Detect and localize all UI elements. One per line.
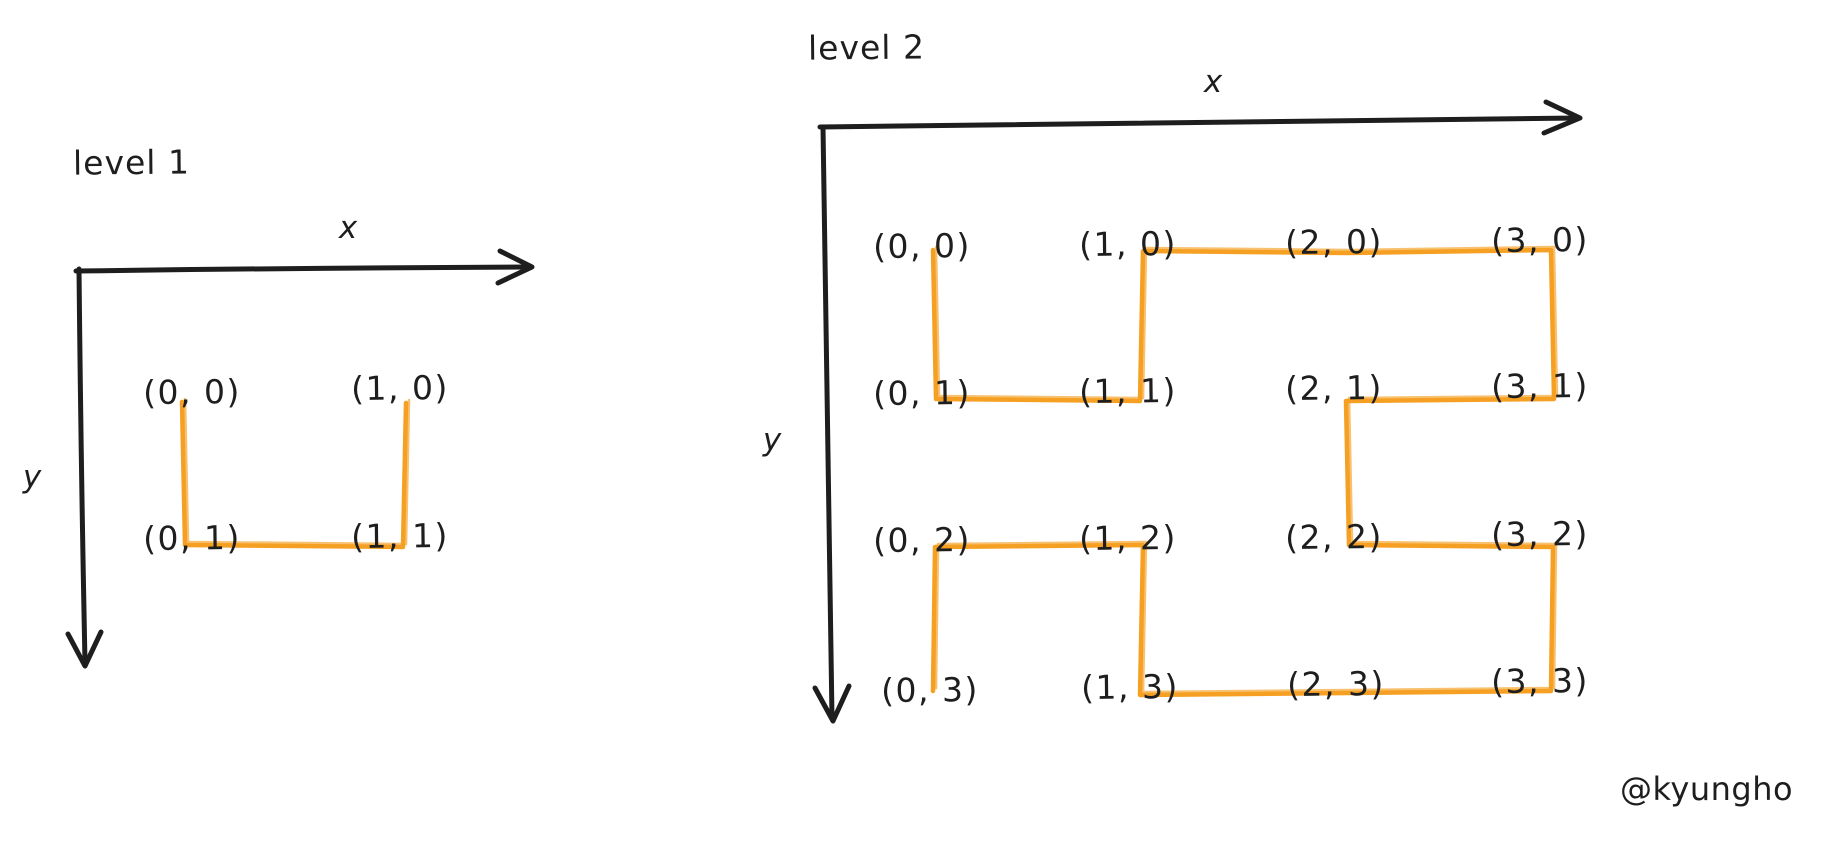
level2-hilbert-curve-overdraw — [934, 245, 1559, 694]
level1-y-axis — [76, 266, 88, 665]
level2-coord-1-2: (1, 2) — [1078, 517, 1178, 559]
level1-coord-0-1: (0, 1) — [142, 517, 242, 559]
level1-x-axis — [73, 264, 531, 274]
level2-y-axis-arrowhead-icon — [812, 683, 852, 724]
level1-axes — [65, 248, 535, 669]
level1-y-axis-arrowhead-icon — [65, 629, 104, 669]
signature: @kyungho — [1620, 770, 1794, 808]
level2-coord-1-1: (1, 1) — [1078, 370, 1178, 412]
level2-coord-3-1: (3, 1) — [1490, 365, 1590, 407]
level2-coord-2-3: (2, 3) — [1286, 663, 1386, 705]
level1-coord-0-0: (0, 0) — [142, 371, 242, 413]
level2-coord-2-2: (2, 2) — [1284, 516, 1384, 558]
level2-coord-0-1: (0, 1) — [872, 372, 972, 414]
level2-axes — [812, 99, 1583, 724]
level2-x-axis-label: x — [1203, 64, 1223, 100]
level1-title: level 1 — [72, 142, 191, 183]
level2-coord-0-3: (0, 3) — [880, 669, 980, 711]
level1-hilbert-curve-overdraw — [183, 397, 411, 546]
level1-x-axis-label: x — [338, 210, 358, 246]
level1-hilbert-curve — [179, 399, 409, 550]
level2-coord-3-3: (3, 3) — [1490, 660, 1590, 702]
level2-coord-0-0: (0, 0) — [872, 225, 972, 267]
level2-hilbert-curve — [930, 247, 1557, 698]
level2-coord-1-0: (1, 0) — [1078, 223, 1178, 265]
level2-coord-3-2: (3, 2) — [1490, 513, 1590, 555]
level2-y-axis — [820, 124, 835, 721]
level1-coord-1-0: (1, 0) — [350, 367, 450, 409]
level2-coord-0-2: (0, 2) — [872, 519, 972, 561]
level1-y-axis-label: y — [22, 459, 42, 495]
level1-coord-1-1: (1, 1) — [350, 515, 450, 557]
level2-x-axis — [817, 115, 1581, 130]
level2-y-axis-label: y — [762, 422, 782, 458]
level2-coord-2-0: (2, 0) — [1284, 221, 1384, 263]
level2-title: level 2 — [807, 27, 926, 68]
level1-x-axis-arrowhead-icon — [495, 248, 535, 286]
level2-coord-1-3: (1, 3) — [1080, 666, 1180, 708]
level2-x-axis-arrowhead-icon — [1541, 99, 1583, 136]
level2-coord-3-0: (3, 0) — [1490, 219, 1590, 261]
level2-coord-2-1: (2, 1) — [1284, 367, 1384, 409]
